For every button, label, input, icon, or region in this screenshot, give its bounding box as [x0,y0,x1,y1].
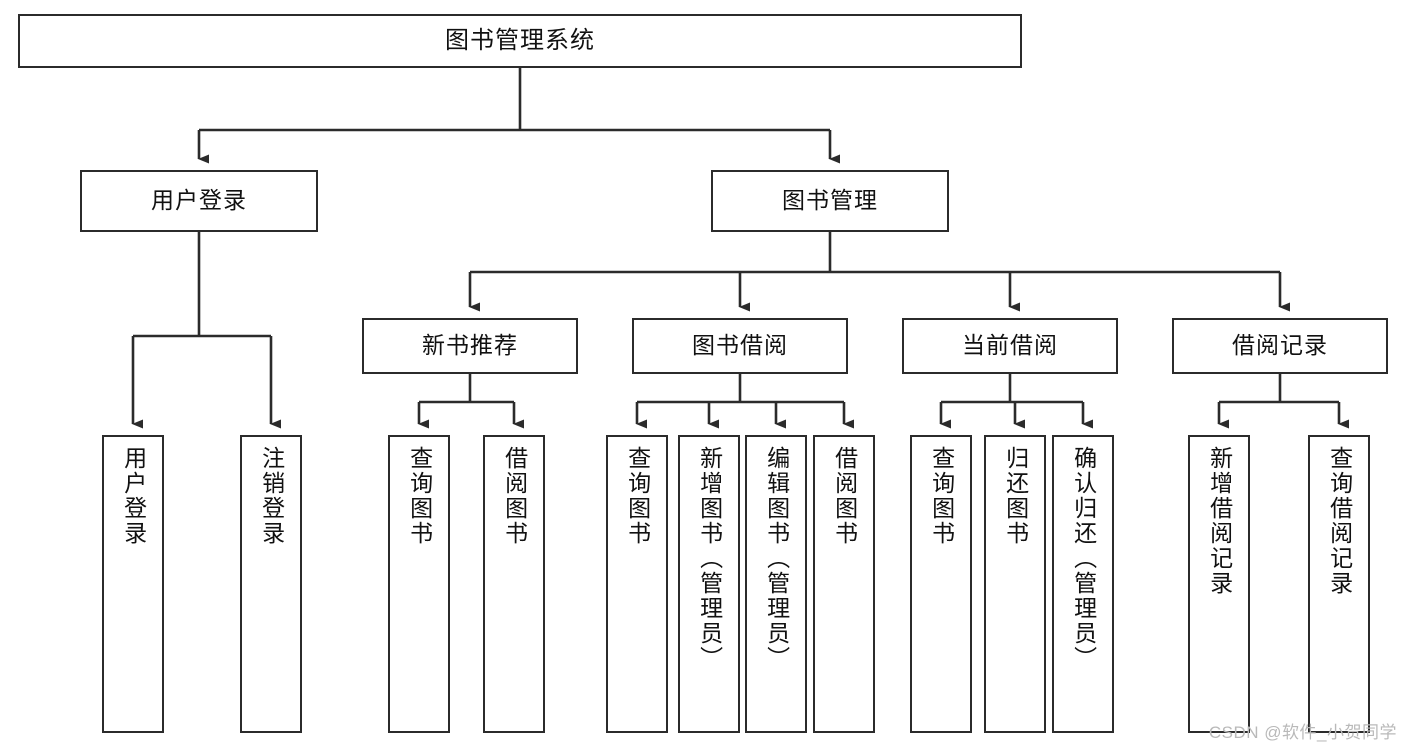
node-borrow-record[interactable]: 借阅记录 [1172,318,1388,374]
node-leaf-query-book-1[interactable]: 查询图书 [388,435,450,733]
node-label: 图书借阅 [692,332,788,359]
node-label: 借阅记录 [1232,332,1328,359]
node-root-图书管理系统[interactable]: 图书管理系统 [18,14,1022,68]
node-current-borrow[interactable]: 当前借阅 [902,318,1118,374]
watermark-text: CSDN @软件_小贺同学 [1208,723,1397,742]
node-label: 用户登录 [151,187,247,214]
node-leaf-confirm-return[interactable]: 确认归还（管理员） [1052,435,1114,733]
node-leaf-edit-book[interactable]: 编辑图书（管理员） [745,435,807,733]
node-label: 当前借阅 [962,332,1058,359]
node-label: 归还图书 [1002,446,1029,546]
node-book-borrow[interactable]: 图书借阅 [632,318,848,374]
node-leaf-add-borrow-record[interactable]: 新增借阅记录 [1188,435,1250,733]
node-leaf-return-book[interactable]: 归还图书 [984,435,1046,733]
node-label: 新增图书（管理员） [696,446,723,671]
node-book-manage[interactable]: 图书管理 [711,170,949,232]
node-leaf-user-login[interactable]: 用户登录 [102,435,164,733]
node-label: 图书管理 [782,187,878,214]
node-label: 查询借阅记录 [1326,446,1353,596]
node-leaf-borrow-book-1[interactable]: 借阅图书 [483,435,545,733]
node-label: 新增借阅记录 [1206,446,1233,596]
node-label: 编辑图书（管理员） [763,446,790,671]
node-label: 查询图书 [624,446,651,546]
node-label: 注销登录 [258,446,285,546]
node-leaf-add-book[interactable]: 新增图书（管理员） [678,435,740,733]
node-label: 确认归还（管理员） [1070,446,1097,671]
node-new-book-recommend[interactable]: 新书推荐 [362,318,578,374]
node-leaf-query-borrow-record[interactable]: 查询借阅记录 [1308,435,1370,733]
node-user-login[interactable]: 用户登录 [80,170,318,232]
node-label: 图书管理系统 [445,26,595,54]
node-label: 查询图书 [406,446,433,546]
node-label: 查询图书 [928,446,955,546]
node-leaf-borrow-book-2[interactable]: 借阅图书 [813,435,875,733]
node-label: 借阅图书 [501,446,528,546]
node-leaf-query-book-3[interactable]: 查询图书 [910,435,972,733]
node-leaf-query-book-2[interactable]: 查询图书 [606,435,668,733]
node-label: 借阅图书 [831,446,858,546]
node-leaf-logout-login[interactable]: 注销登录 [240,435,302,733]
node-label: 用户登录 [120,446,147,546]
node-label: 新书推荐 [422,332,518,359]
